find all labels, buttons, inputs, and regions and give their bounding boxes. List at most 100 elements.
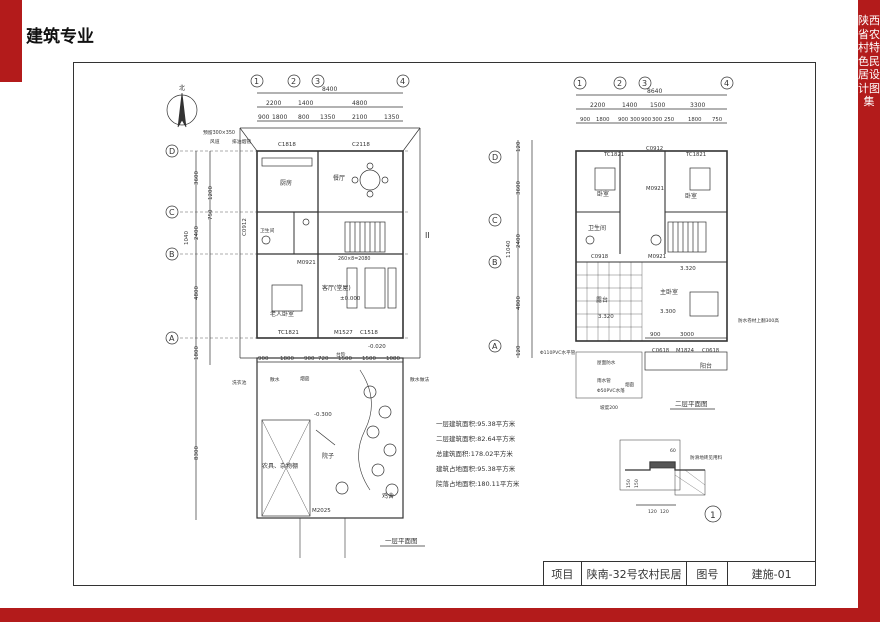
drawing-label: 900: [258, 114, 270, 121]
drawing-label: TC1821: [685, 152, 706, 158]
drawing-label: 1200: [208, 186, 214, 200]
plan1-axis-4: 4: [400, 77, 405, 86]
drawing-label: 3.320: [598, 314, 614, 320]
drawing-label: 1080: [386, 356, 400, 362]
drawing-label: 2100: [352, 114, 367, 121]
drawing-label: 1350: [320, 114, 335, 121]
drawing-label: 1800: [280, 356, 294, 362]
drawing-label: C1518: [360, 330, 378, 336]
drawing-label: 3.320: [680, 266, 696, 272]
drawing-label: B: [169, 250, 175, 259]
drawing-label: 卫生间: [588, 224, 606, 232]
drawing-label: M0921: [646, 186, 664, 192]
drawing-label: 卧室: [597, 190, 609, 198]
plan2-caption: 二层平面图: [675, 400, 708, 408]
drawing-label: 120: [660, 509, 669, 515]
drawing-label: 1500: [650, 102, 665, 109]
yard-marker-icon: [335, 481, 349, 495]
drawing-label: 150: [626, 479, 632, 488]
drawing-label: 3300: [690, 102, 705, 109]
drawing-label: A: [169, 334, 175, 343]
drawing-label: -0.300: [314, 412, 332, 418]
drawing-label: C0912: [646, 146, 663, 152]
drawing-label: 防滑地砖见用料: [690, 454, 723, 461]
drawing-label: 300: [630, 117, 641, 123]
drawing-label: 720: [318, 356, 329, 362]
drawing-label: -0.020: [368, 344, 386, 350]
drawing-label: 3000: [680, 332, 694, 338]
area-floor2: 二层建筑面积:82.64平方米: [436, 434, 516, 443]
drawing-label: 260×8=2080: [338, 256, 370, 262]
drawing-label: 主卧室: [660, 288, 678, 296]
bed-icon: [271, 284, 303, 312]
drawing-label: 1040: [184, 231, 190, 245]
drawing-label: D: [169, 147, 175, 156]
plan2-axis-bubbles-top: 1 2 3 4: [573, 76, 734, 90]
drawing-label: 3.300: [660, 309, 676, 315]
drawing-label: 1800: [688, 117, 702, 123]
north-arrow-icon: [166, 92, 198, 128]
drawing-label: 坡度200: [600, 404, 618, 411]
drawing-label: C: [169, 208, 175, 217]
north-label: 北: [179, 84, 185, 92]
drawing-label: 750: [712, 117, 723, 123]
area-floor1: 一层建筑面积:95.38平方米: [436, 419, 516, 428]
drawing-label: 3600: [194, 171, 200, 185]
drawing-label: 卧室: [685, 192, 697, 200]
bed-icon: [594, 167, 616, 191]
section-title: 建筑专业: [26, 27, 94, 47]
drawing-label: TC1821: [277, 330, 299, 336]
drawing-label: 8300: [194, 446, 200, 460]
drawing-label: M0921: [297, 260, 316, 266]
drawing-label: 1: [577, 79, 582, 88]
drawing-label: Φ110PVC水平管: [540, 349, 576, 356]
bed-icon: [689, 291, 719, 317]
drawing-label: ±0.000: [340, 296, 361, 302]
drawing-label: 120: [648, 509, 657, 515]
dining-table-icon: [359, 169, 381, 191]
drawing-label: 11040: [506, 240, 512, 258]
drawing-label: 1400: [622, 102, 637, 109]
drawing-label: M0921: [648, 254, 666, 260]
drawing-sheet: [73, 62, 816, 586]
drawing-label: 卫生间: [260, 227, 275, 234]
drawing-label: 2: [617, 79, 622, 88]
drawing-label: C0918: [591, 254, 609, 260]
brand-bar-right: 陕西省农村特色民居设计图集: [858, 0, 880, 608]
drawing-label: C0618: [702, 348, 720, 354]
drawing-label: B: [492, 258, 498, 267]
garden-trees-icon: [363, 385, 399, 497]
drawing-label: 120: [516, 141, 522, 152]
sofa-group-icon: [364, 267, 386, 309]
drawing-label: 台阶: [336, 351, 346, 358]
brand-bar-top-left: [0, 0, 22, 82]
drawing-label: 800: [298, 114, 310, 121]
room-kitchen: 厨房: [280, 179, 292, 187]
detail-marker-icon: [704, 505, 722, 523]
drawing-label: II: [425, 231, 430, 240]
drawing-label: 防水卷材上翻300高: [738, 317, 779, 324]
drawing-label: 900: [304, 356, 315, 362]
drawing-label: 预留300×350: [203, 129, 235, 136]
drawing-label: 屋面防水: [597, 359, 616, 366]
drawing-label: M1824: [676, 348, 695, 354]
drawing-label: 露台: [596, 296, 608, 304]
plan1-total-width: 8400: [322, 86, 337, 93]
drawing-label: 雨水管: [597, 377, 611, 384]
drawing-label: 洗衣池: [232, 379, 247, 386]
drawing-label: 900: [258, 356, 269, 362]
drawing-label: 散水: [270, 376, 280, 383]
detail-section-1: 1 防滑地砖见用料 60 150 150 120 120: [619, 439, 723, 523]
area-footprint: 建筑占地面积:95.38平方米: [436, 464, 516, 473]
drawing-label: 900: [580, 117, 591, 123]
drawing-label: 散水做法: [410, 376, 429, 383]
drawing-label: 1800: [596, 117, 610, 123]
drawing-label: M1527: [334, 330, 353, 336]
plan2-total-width: 8640: [647, 88, 662, 95]
drawing-label: 300: [652, 117, 663, 123]
project-name: 陕南-32号农村民居: [582, 562, 688, 585]
drawing-label: 4800: [352, 100, 367, 107]
drawing-label: 4: [724, 79, 729, 88]
drawing-label: 250: [664, 117, 675, 123]
